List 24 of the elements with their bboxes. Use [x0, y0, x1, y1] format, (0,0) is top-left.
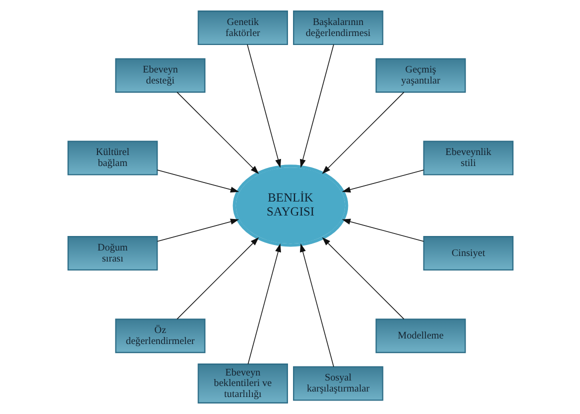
node-box: Genetik faktörler: [197, 10, 288, 46]
node-box: Sosyal karşılaştırmalar: [292, 366, 383, 401]
node-box: Ebeveyn beklentileri ve tutarlılığı: [197, 364, 288, 404]
node-box: Ebeveynlik stili: [422, 140, 513, 176]
arrow: [156, 170, 239, 193]
node-box: Başkalarının değerlendirmesi: [292, 10, 383, 46]
arrow: [176, 92, 258, 174]
node-box: Öz değerlendirmeler: [114, 318, 205, 354]
node-box: Geçmiş yaşantılar: [375, 58, 466, 93]
arrow: [247, 244, 281, 365]
node-box: Doğum sırası: [67, 236, 158, 271]
arrow: [322, 237, 404, 320]
node-box: Cinsiyet: [422, 236, 513, 271]
arrow: [299, 243, 334, 368]
arrow: [299, 44, 334, 168]
arrow: [341, 218, 424, 242]
arrow: [341, 170, 424, 193]
arrow: [176, 237, 258, 320]
node-box: Kültürel bağlam: [67, 140, 158, 176]
node-box: Ebeveyn desteği: [114, 58, 205, 93]
arrow: [322, 92, 404, 174]
arrow: [156, 218, 239, 242]
node-box: Modelleme: [375, 318, 466, 354]
arrow: [246, 44, 281, 168]
